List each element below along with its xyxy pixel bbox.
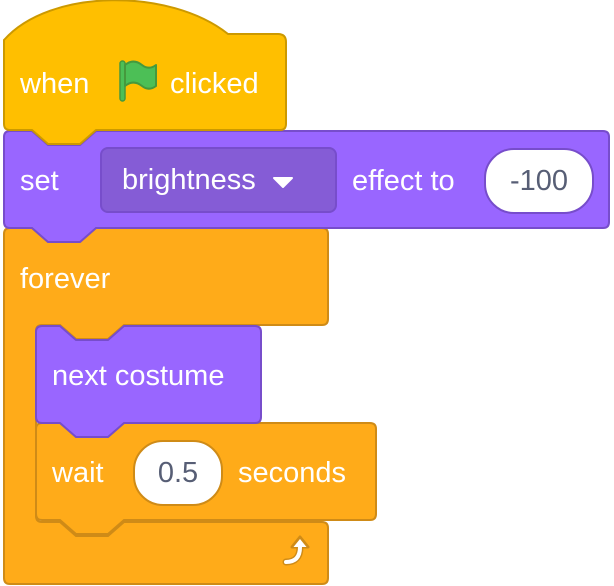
effect-dropdown-value: brightness (122, 163, 256, 196)
set-label: set (20, 165, 59, 197)
effect-dropdown[interactable]: brightness (100, 147, 337, 213)
clicked-label: clicked (170, 68, 259, 100)
effect-to-label: effect to (352, 165, 455, 197)
caret-down-icon (272, 177, 293, 188)
seconds-label: seconds (238, 457, 347, 489)
when-label: when (20, 68, 90, 100)
green-flag-icon[interactable] (117, 59, 159, 103)
loop-arrow-icon (282, 535, 310, 566)
next-costume-block[interactable] (35, 325, 262, 438)
wait-label: wait (52, 457, 104, 489)
wait-duration-input[interactable]: 0.5 (133, 440, 223, 506)
effect-amount-input[interactable]: -100 (484, 148, 594, 214)
next-costume-label: next costume (52, 360, 225, 392)
forever-label: forever (20, 263, 111, 295)
